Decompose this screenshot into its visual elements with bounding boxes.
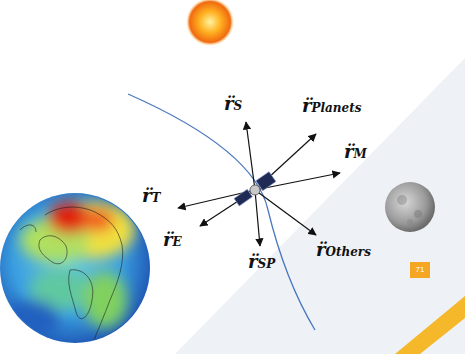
acceleration-label: r̈Others xyxy=(316,238,371,261)
acceleration-label: r̈SP xyxy=(248,250,275,273)
acceleration-label: r̈E xyxy=(163,228,182,251)
background-band xyxy=(175,58,465,354)
acceleration-label: r̈M xyxy=(344,140,367,163)
accent-stripe xyxy=(395,296,465,354)
acceleration-label: r̈T xyxy=(142,184,160,207)
acceleration-label: r̈Planets xyxy=(302,94,362,117)
acceleration-label: r̈S xyxy=(224,92,242,115)
orbit-line xyxy=(128,94,315,330)
sun xyxy=(186,0,234,46)
page-number: 71 xyxy=(410,262,430,278)
acceleration-arrows xyxy=(178,122,340,246)
moon xyxy=(385,182,435,232)
satellite xyxy=(233,172,276,207)
earth xyxy=(0,193,150,343)
